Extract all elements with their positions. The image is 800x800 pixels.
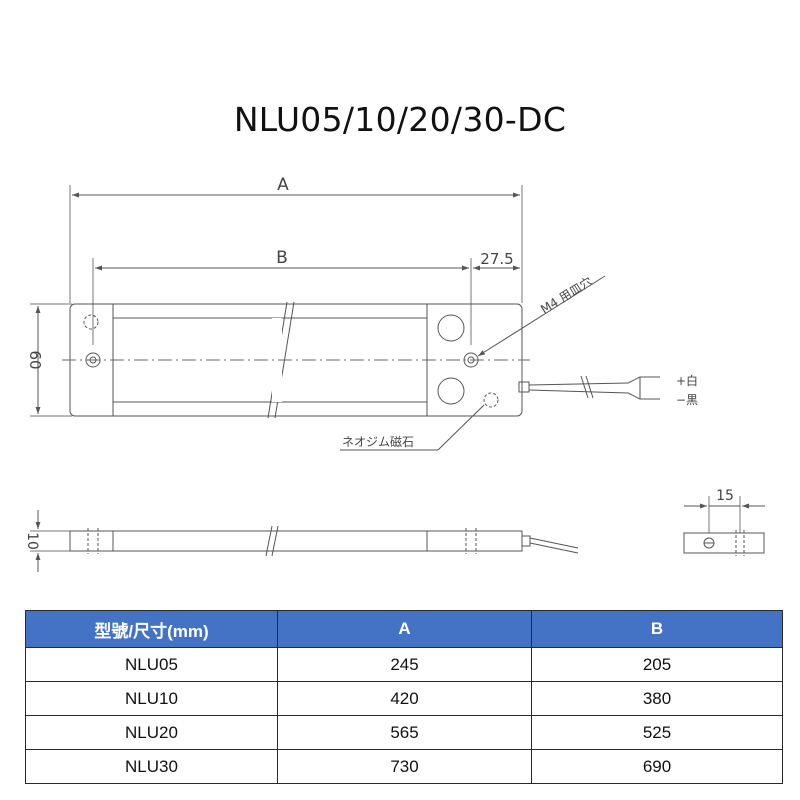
table-row: NLU30 730 690 [25,749,783,784]
cell-b: 205 [531,647,783,682]
header-b: B [531,610,783,648]
cell-model: NLU10 [25,681,278,716]
header-model: 型號/尺寸(mm) [25,610,278,648]
dimension-thickness-label: 10 [24,532,40,550]
cell-model: NLU05 [25,647,278,682]
magnet-callout: ネオジム磁石 [342,434,414,449]
cell-a: 565 [277,715,532,750]
table-row: NLU10 420 380 [25,681,783,716]
table-row: NLU05 245 205 [25,647,783,682]
magnet-hole-upper [437,314,465,342]
spec-table: 型號/尺寸(mm) A B NLU05 245 205 NLU10 420 38… [25,610,783,784]
magnet-circle-hidden [483,392,499,408]
dimension-a-label: A [277,175,289,195]
dimension-height-label: 60 [26,350,44,369]
cell-a: 420 [277,681,532,716]
mount-hole-right [463,352,479,368]
cell-model: NLU20 [25,715,278,750]
light-body-end-view [683,532,765,554]
cell-b: 690 [531,749,783,784]
wire-negative-label: −黒 [676,393,698,407]
magnet-hole-lower [437,377,465,405]
cell-b: 525 [531,715,783,750]
light-body-side-view [69,530,523,552]
cell-b: 380 [531,681,783,716]
header-a: A [277,610,532,648]
cell-a: 730 [277,749,532,784]
mount-hole-callout: M4 用皿穴 [538,273,595,316]
cell-a: 245 [277,647,532,682]
technical-drawing: A B 27.5 60 10 15 M4 用皿穴 ネオジム磁石 +白 −黒 [24,175,765,572]
wire-positive-label: +白 [676,373,698,388]
cell-model: NLU30 [25,749,278,784]
drawing-title: NLU05/10/20/30-DC [233,100,567,139]
dimension-side-width-label: 15 [716,488,734,504]
dimension-b-label: B [276,248,288,268]
dimension-offset-label: 27.5 [480,250,513,268]
table-header-row: 型號/尺寸(mm) A B [25,610,783,648]
table-row: NLU20 565 525 [25,715,783,750]
